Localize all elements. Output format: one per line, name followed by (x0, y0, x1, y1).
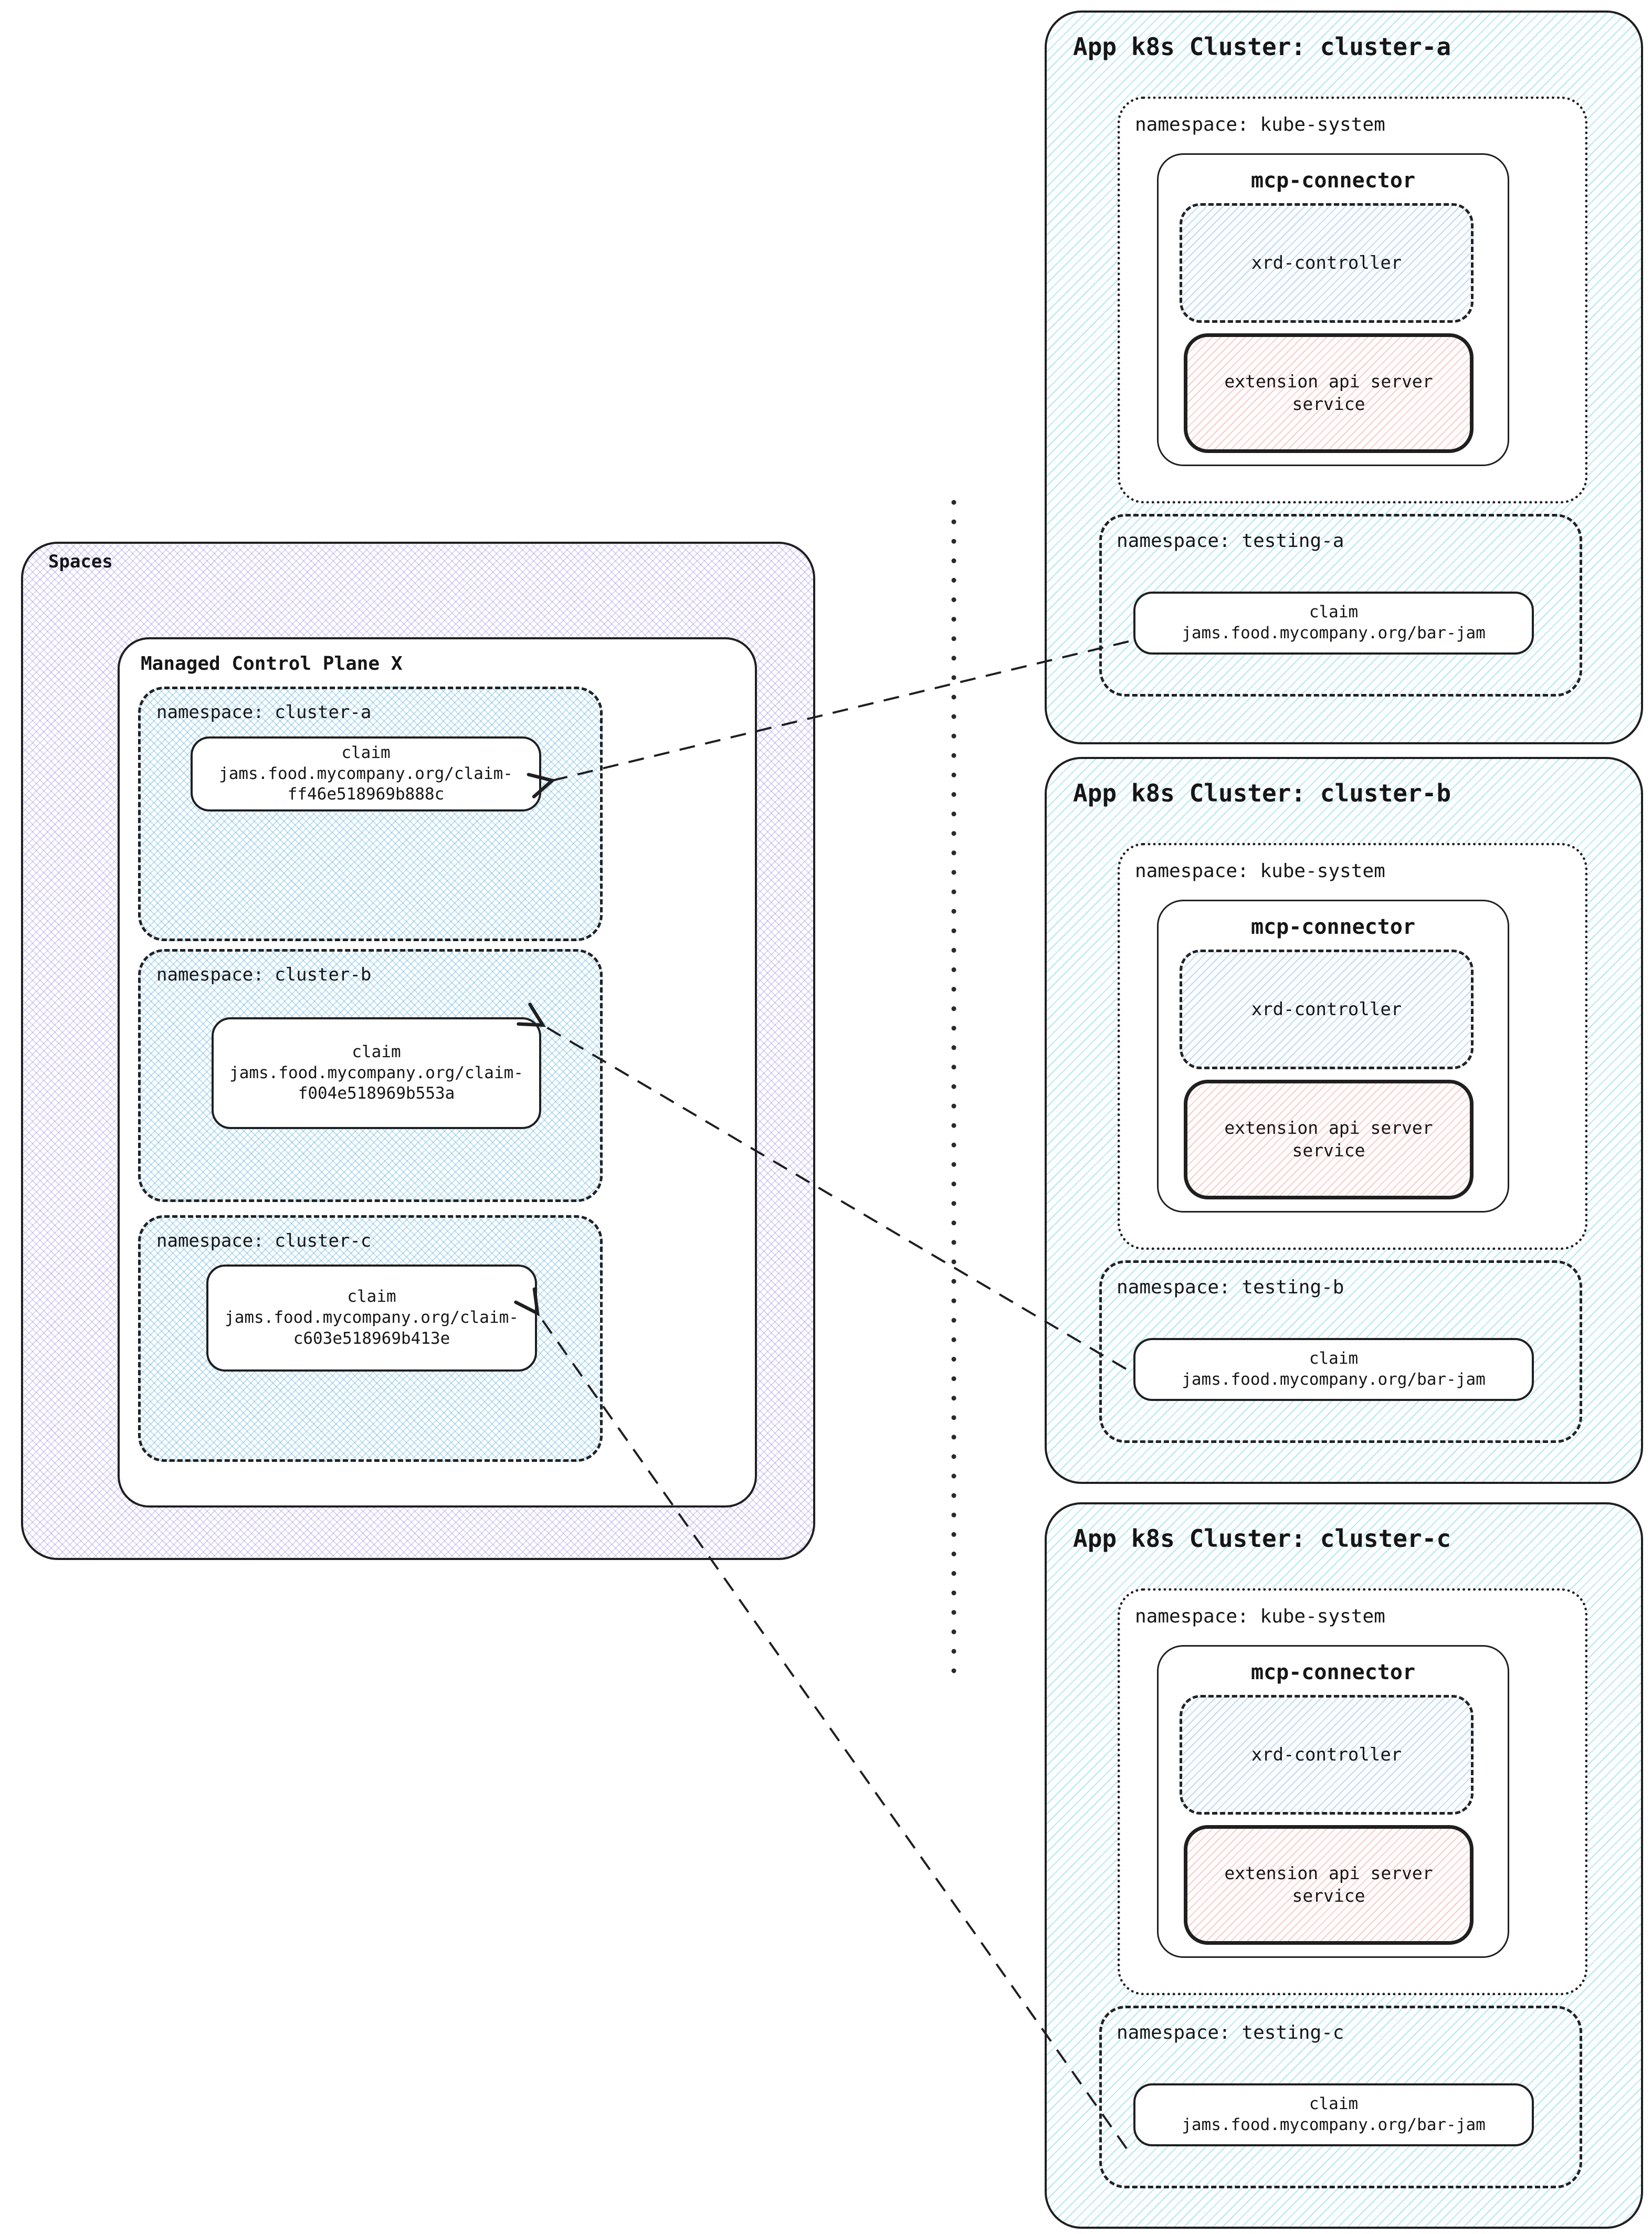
extension-api-line2: service (1292, 1140, 1365, 1161)
testing-namespace-box: namespace: testing-b claim jams.food.myc… (1099, 1260, 1582, 1443)
claim-value-line1: jams.food.mycompany.org/claim- (229, 1063, 523, 1082)
namespace-label: namespace: testing-b (1117, 1277, 1344, 1298)
extension-api-line2: service (1292, 1885, 1365, 1906)
extension-api-line1: extension api server (1224, 1863, 1433, 1884)
namespace-label: namespace: kube-system (1135, 114, 1385, 135)
extension-api-server-box: extension api server service (1184, 333, 1474, 453)
kube-system-namespace-box: namespace: kube-system mcp-connector xrd… (1118, 843, 1587, 1250)
app-cluster-b-box: App k8s Cluster: cluster-b namespace: ku… (1045, 757, 1643, 1484)
cluster-title: App k8s Cluster: cluster-b (1073, 779, 1451, 807)
app-cluster-c-box: App k8s Cluster: cluster-c namespace: ku… (1045, 1502, 1643, 2229)
claim-value: jams.food.mycompany.org/bar-jam (1182, 2115, 1486, 2134)
xrd-controller-box: xrd-controller (1180, 1695, 1474, 1815)
claim-box-testing-a: claim jams.food.mycompany.org/bar-jam (1133, 592, 1534, 655)
claim-value-line2: c603e518969b413e (293, 1329, 450, 1348)
testing-namespace-box: namespace: testing-a claim jams.food.myc… (1099, 514, 1582, 697)
xrd-controller-box: xrd-controller (1180, 950, 1474, 1069)
namespace-label: namespace: cluster-a (156, 702, 372, 723)
mcp-connector-title: mcp-connector (1250, 915, 1416, 939)
claim-value-line2: f004e518969b553a (298, 1084, 455, 1103)
namespace-label: namespace: testing-a (1117, 530, 1344, 552)
namespace-cluster-b-box: namespace: cluster-b claim jams.food.myc… (138, 949, 603, 1202)
testing-namespace-box: namespace: testing-c claim jams.food.myc… (1099, 2006, 1582, 2188)
claim-title: claim (352, 1042, 401, 1061)
claim-title: claim (341, 743, 391, 762)
spaces-label: Spaces (48, 551, 113, 572)
claim-value: jams.food.mycompany.org/bar-jam (1182, 1370, 1486, 1389)
mcp-connector-title: mcp-connector (1250, 168, 1416, 193)
xrd-controller-label: xrd-controller (1251, 252, 1402, 273)
claim-box-cluster-a: claim jams.food.mycompany.org/claim- ff4… (191, 736, 541, 812)
mcp-connector-box: mcp-connector xrd-controller extension a… (1157, 900, 1509, 1213)
managed-control-plane-title: Managed Control Plane X (141, 653, 403, 675)
claim-title: claim (1309, 1349, 1359, 1368)
claim-box-cluster-c: claim jams.food.mycompany.org/claim- c60… (206, 1264, 537, 1372)
namespace-label: namespace: cluster-c (156, 1230, 372, 1251)
mcp-connector-box: mcp-connector xrd-controller extension a… (1157, 1645, 1509, 1958)
mcp-connector-title: mcp-connector (1250, 1660, 1416, 1684)
xrd-controller-label: xrd-controller (1251, 999, 1402, 1020)
claim-title: claim (1309, 2094, 1359, 2114)
claim-box-testing-b: claim jams.food.mycompany.org/bar-jam (1133, 1338, 1534, 1401)
namespace-label: namespace: kube-system (1135, 860, 1385, 882)
claim-box-testing-c: claim jams.food.mycompany.org/bar-jam (1133, 2083, 1534, 2146)
extension-api-server-box: extension api server service (1184, 1825, 1474, 1945)
kube-system-namespace-box: namespace: kube-system mcp-connector xrd… (1118, 97, 1587, 503)
claim-value: jams.food.mycompany.org/bar-jam (1182, 624, 1486, 642)
claim-value-line2: ff46e518969b888c (287, 785, 445, 804)
extension-api-line1: extension api server (1224, 1118, 1433, 1139)
namespace-label: namespace: cluster-b (156, 964, 372, 985)
extension-api-server-box: extension api server service (1184, 1080, 1474, 1199)
managed-control-plane-box: Managed Control Plane X namespace: clust… (118, 637, 757, 1508)
extension-api-line1: extension api server (1224, 371, 1433, 392)
kube-system-namespace-box: namespace: kube-system mcp-connector xrd… (1118, 1588, 1587, 1995)
claim-title: claim (1309, 603, 1359, 622)
namespace-cluster-c-box: namespace: cluster-c claim jams.food.myc… (138, 1215, 603, 1462)
claim-value-line1: jams.food.mycompany.org/claim- (225, 1308, 519, 1327)
cluster-title: App k8s Cluster: cluster-c (1073, 1524, 1451, 1553)
cluster-title: App k8s Cluster: cluster-a (1073, 33, 1451, 61)
namespace-label: namespace: testing-c (1117, 2022, 1344, 2043)
extension-api-line2: service (1292, 394, 1365, 414)
namespace-cluster-a-box: namespace: cluster-a claim jams.food.myc… (138, 687, 603, 941)
namespace-label: namespace: kube-system (1135, 1606, 1385, 1627)
claim-title: claim (347, 1287, 396, 1306)
spaces-container: Spaces Managed Control Plane X namespace… (21, 542, 815, 1560)
claim-box-cluster-b: claim jams.food.mycompany.org/claim- f00… (212, 1017, 541, 1129)
xrd-controller-label: xrd-controller (1251, 1744, 1402, 1765)
xrd-controller-box: xrd-controller (1180, 203, 1474, 323)
mcp-connector-box: mcp-connector xrd-controller extension a… (1157, 153, 1509, 466)
claim-value-line1: jams.food.mycompany.org/claim- (219, 764, 513, 783)
app-cluster-a-box: App k8s Cluster: cluster-a namespace: ku… (1045, 10, 1643, 744)
